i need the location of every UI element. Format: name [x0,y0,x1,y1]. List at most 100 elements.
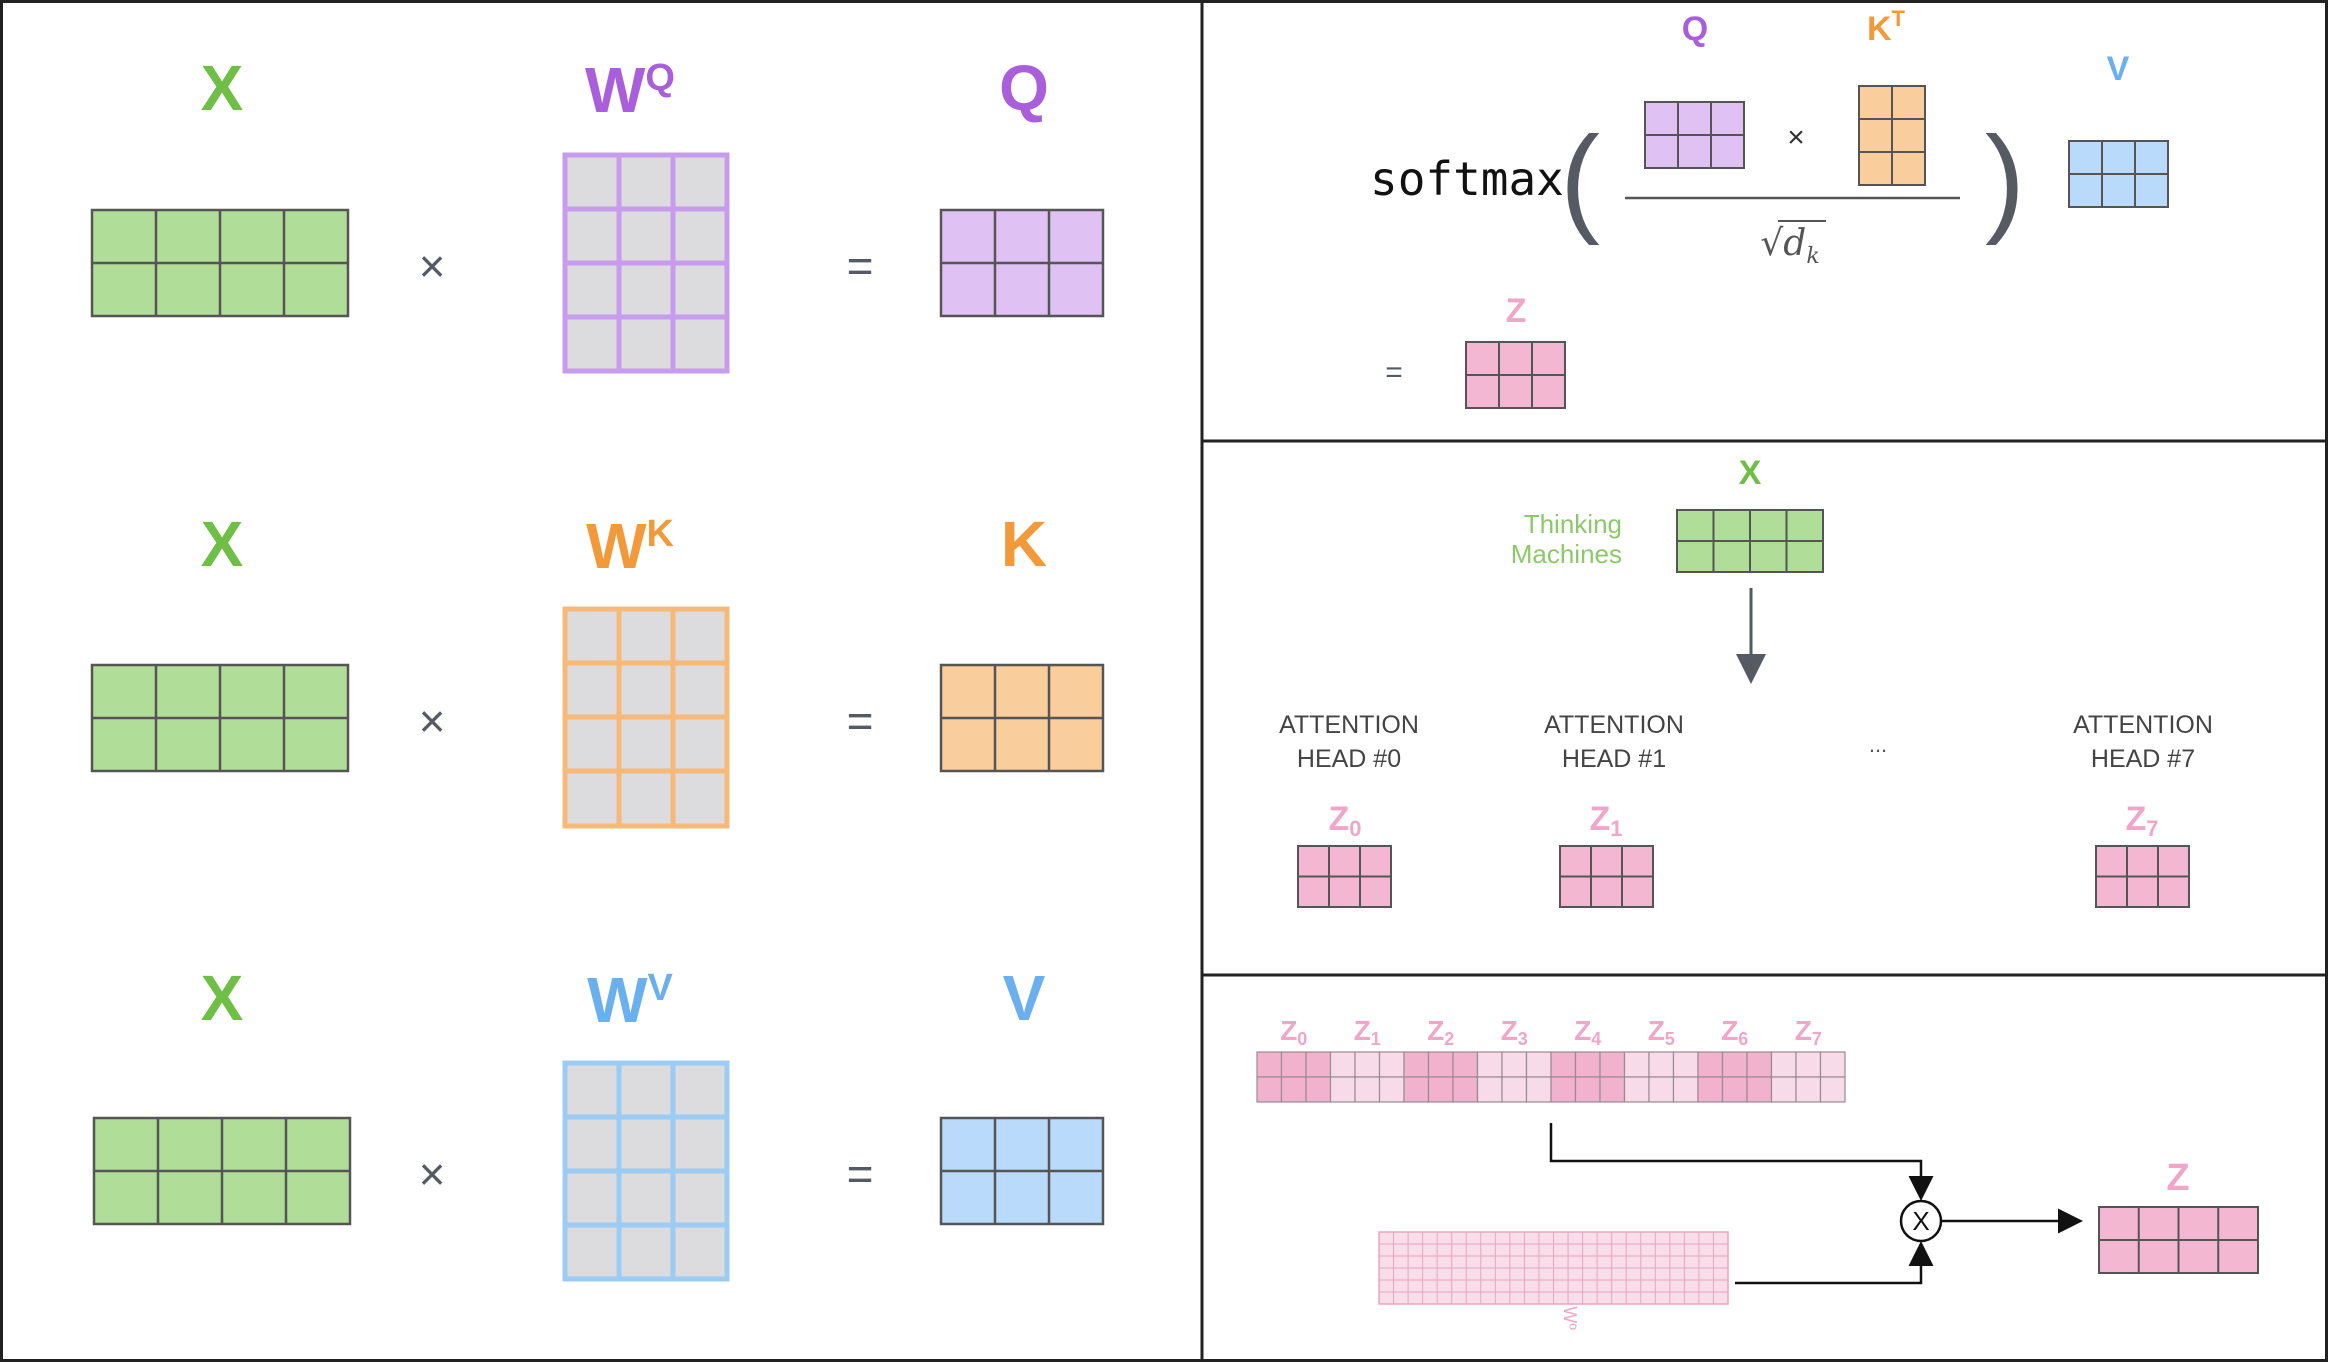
z-concat-cell [1354,1051,1381,1078]
z-concat-cell [1721,1051,1748,1078]
close-paren: ) [1985,112,2025,246]
row-key: X × WK = K [90,508,1105,829]
head-title-line1: ATTENTION [1279,711,1419,739]
attention-heads-panel: X Thinking Machines ATTENTION HEAD #0 Z0… [1279,454,2213,908]
z-concat-cell [1403,1051,1430,1078]
k-matrix [939,663,1105,773]
equals-operator: = [847,695,874,747]
z7-matrix [2095,845,2190,908]
z-concat-cell [1672,1051,1699,1078]
left-panel: X × WQ = Q X [90,52,1105,1282]
z-concat-matrix [1256,1051,1846,1103]
z-concat-cell [1329,1076,1356,1103]
wq-label: WQ [585,54,675,126]
z-concat-cell [1476,1051,1503,1078]
z-concat-cell [1525,1076,1552,1103]
wv-matrix [562,1060,730,1282]
z-concat-cell [1623,1051,1650,1078]
z-concat-cell [1256,1051,1283,1078]
z-concat-cell [1697,1051,1724,1078]
kt-matrix [1858,85,1926,186]
x-label: X [201,52,244,124]
z-concat-label: Z1 [1354,1015,1381,1049]
z-concat-cell [1819,1051,1846,1078]
z-concat-cell [1574,1076,1601,1103]
z-output-label: Z [2166,1157,2189,1199]
z-concat-cell [1427,1076,1454,1103]
wk-matrix [562,606,730,829]
x-label: X [201,962,244,1034]
wv-label: WV [587,964,673,1036]
head-title-line1: ATTENTION [1544,711,1684,739]
z-concat-cell [1721,1076,1748,1103]
softmax-label: softmax [1370,152,1564,206]
z-concat-label: Z6 [1721,1015,1748,1049]
equals-operator: = [847,240,874,292]
z-concat-cell [1819,1076,1846,1103]
z-concat-cell [1403,1076,1430,1103]
z-concat-cell [1501,1051,1528,1078]
z-concat-cell [1623,1076,1650,1103]
z-concat-cell [1599,1076,1626,1103]
z-concat-cell [1770,1051,1797,1078]
multiply-symbol: X [1912,1206,1929,1236]
x-matrix [92,1116,352,1226]
z0-label: Z0 [1328,800,1361,841]
z-concat-cell [1550,1051,1577,1078]
z-concat-cell [1329,1051,1356,1078]
times-operator: × [419,1148,446,1200]
row-value: X × WV = V [92,962,1105,1282]
wq-matrix [562,152,730,374]
z-concat-label: Z3 [1501,1015,1528,1049]
x-label: X [1739,454,1762,492]
times-operator: × [1787,121,1805,154]
z-concat-cell [1795,1051,1822,1078]
wk-label: WK [586,510,674,582]
z-matrix [1465,341,1566,409]
kt-label: KT [1867,6,1906,48]
z-concat-cell [1452,1076,1479,1103]
z-concat-cell [1648,1076,1675,1103]
attention-head-1: ATTENTION HEAD #1 Z1 [1544,711,1684,908]
x-matrix [90,208,350,318]
z-concat-cell [1648,1051,1675,1078]
wo-label: Wº [1560,1306,1580,1330]
v-label: V [2107,50,2130,88]
head-title-line1: ATTENTION [2073,711,2213,739]
z1-label: Z1 [1589,800,1622,841]
z0-matrix [1297,845,1392,908]
z-concat-label: Z2 [1427,1015,1454,1049]
k-label: K [1001,508,1047,580]
z-concat-cell [1452,1051,1479,1078]
z1-matrix [1559,845,1654,908]
z-concat-cell [1256,1076,1283,1103]
z-concat-cell [1697,1076,1724,1103]
multiply-node: X [1899,1199,1943,1243]
ellipsis: ... [1869,732,1887,757]
z-concat-label: Z4 [1574,1015,1601,1049]
x-matrix [1676,509,1824,573]
q-label: Q [999,52,1049,124]
z-concat-cell [1354,1076,1381,1103]
q-label: Q [1682,10,1708,48]
attention-formula-panel: softmax ( Q × KT √dk ) V = Z [1370,6,2169,409]
z-concat-cell [1672,1076,1699,1103]
v-matrix [2068,140,2169,208]
z-concat-cell [1550,1076,1577,1103]
z-concat-cell [1501,1076,1528,1103]
times-operator: × [419,695,446,747]
z-concat-cell [1746,1051,1773,1078]
input-text-line2: Machines [1511,539,1622,569]
z-concat-cell [1305,1076,1332,1103]
v-label: V [1003,962,1046,1034]
connector-concat-to-multiply [1549,1123,1934,1201]
attention-head-7: ATTENTION HEAD #7 Z7 [2073,711,2213,908]
z-concat-label: Z0 [1280,1015,1307,1049]
v-matrix [939,1116,1105,1226]
connector-wo-to-multiply [1735,1241,1934,1285]
z-concat-cell [1770,1076,1797,1103]
